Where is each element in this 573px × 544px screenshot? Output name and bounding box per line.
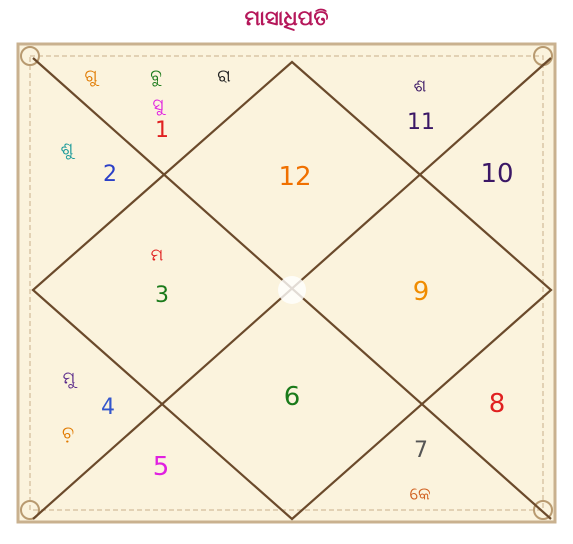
planet-ma: ମ: [151, 248, 164, 265]
planet-shu: ଶୁ: [61, 142, 74, 159]
house-6: 6: [284, 384, 301, 410]
house-12: 12: [278, 164, 311, 190]
planet-ke: କେ: [409, 487, 430, 504]
house-10: 10: [480, 161, 513, 187]
house-5: 5: [153, 454, 170, 480]
house-11: 11: [407, 112, 435, 134]
center-glow: [278, 276, 306, 304]
planet-ra: ରା: [217, 69, 231, 86]
house-3: 3: [155, 285, 169, 307]
planet-chan: ଚ଼: [62, 426, 74, 443]
house-9: 9: [413, 279, 430, 305]
planet-mu: ମୁ: [63, 371, 76, 388]
house-4: 4: [101, 397, 115, 419]
house-7: 7: [414, 440, 428, 462]
planet-bu: ବୁ: [150, 69, 162, 86]
planet-gu: ଗୁ: [84, 69, 97, 86]
house-1: 1: [155, 120, 169, 142]
planet-su: ସୁ: [152, 98, 163, 115]
house-2: 2: [103, 164, 117, 186]
house-8: 8: [489, 391, 506, 417]
planet-sha: ଶ: [414, 79, 427, 96]
